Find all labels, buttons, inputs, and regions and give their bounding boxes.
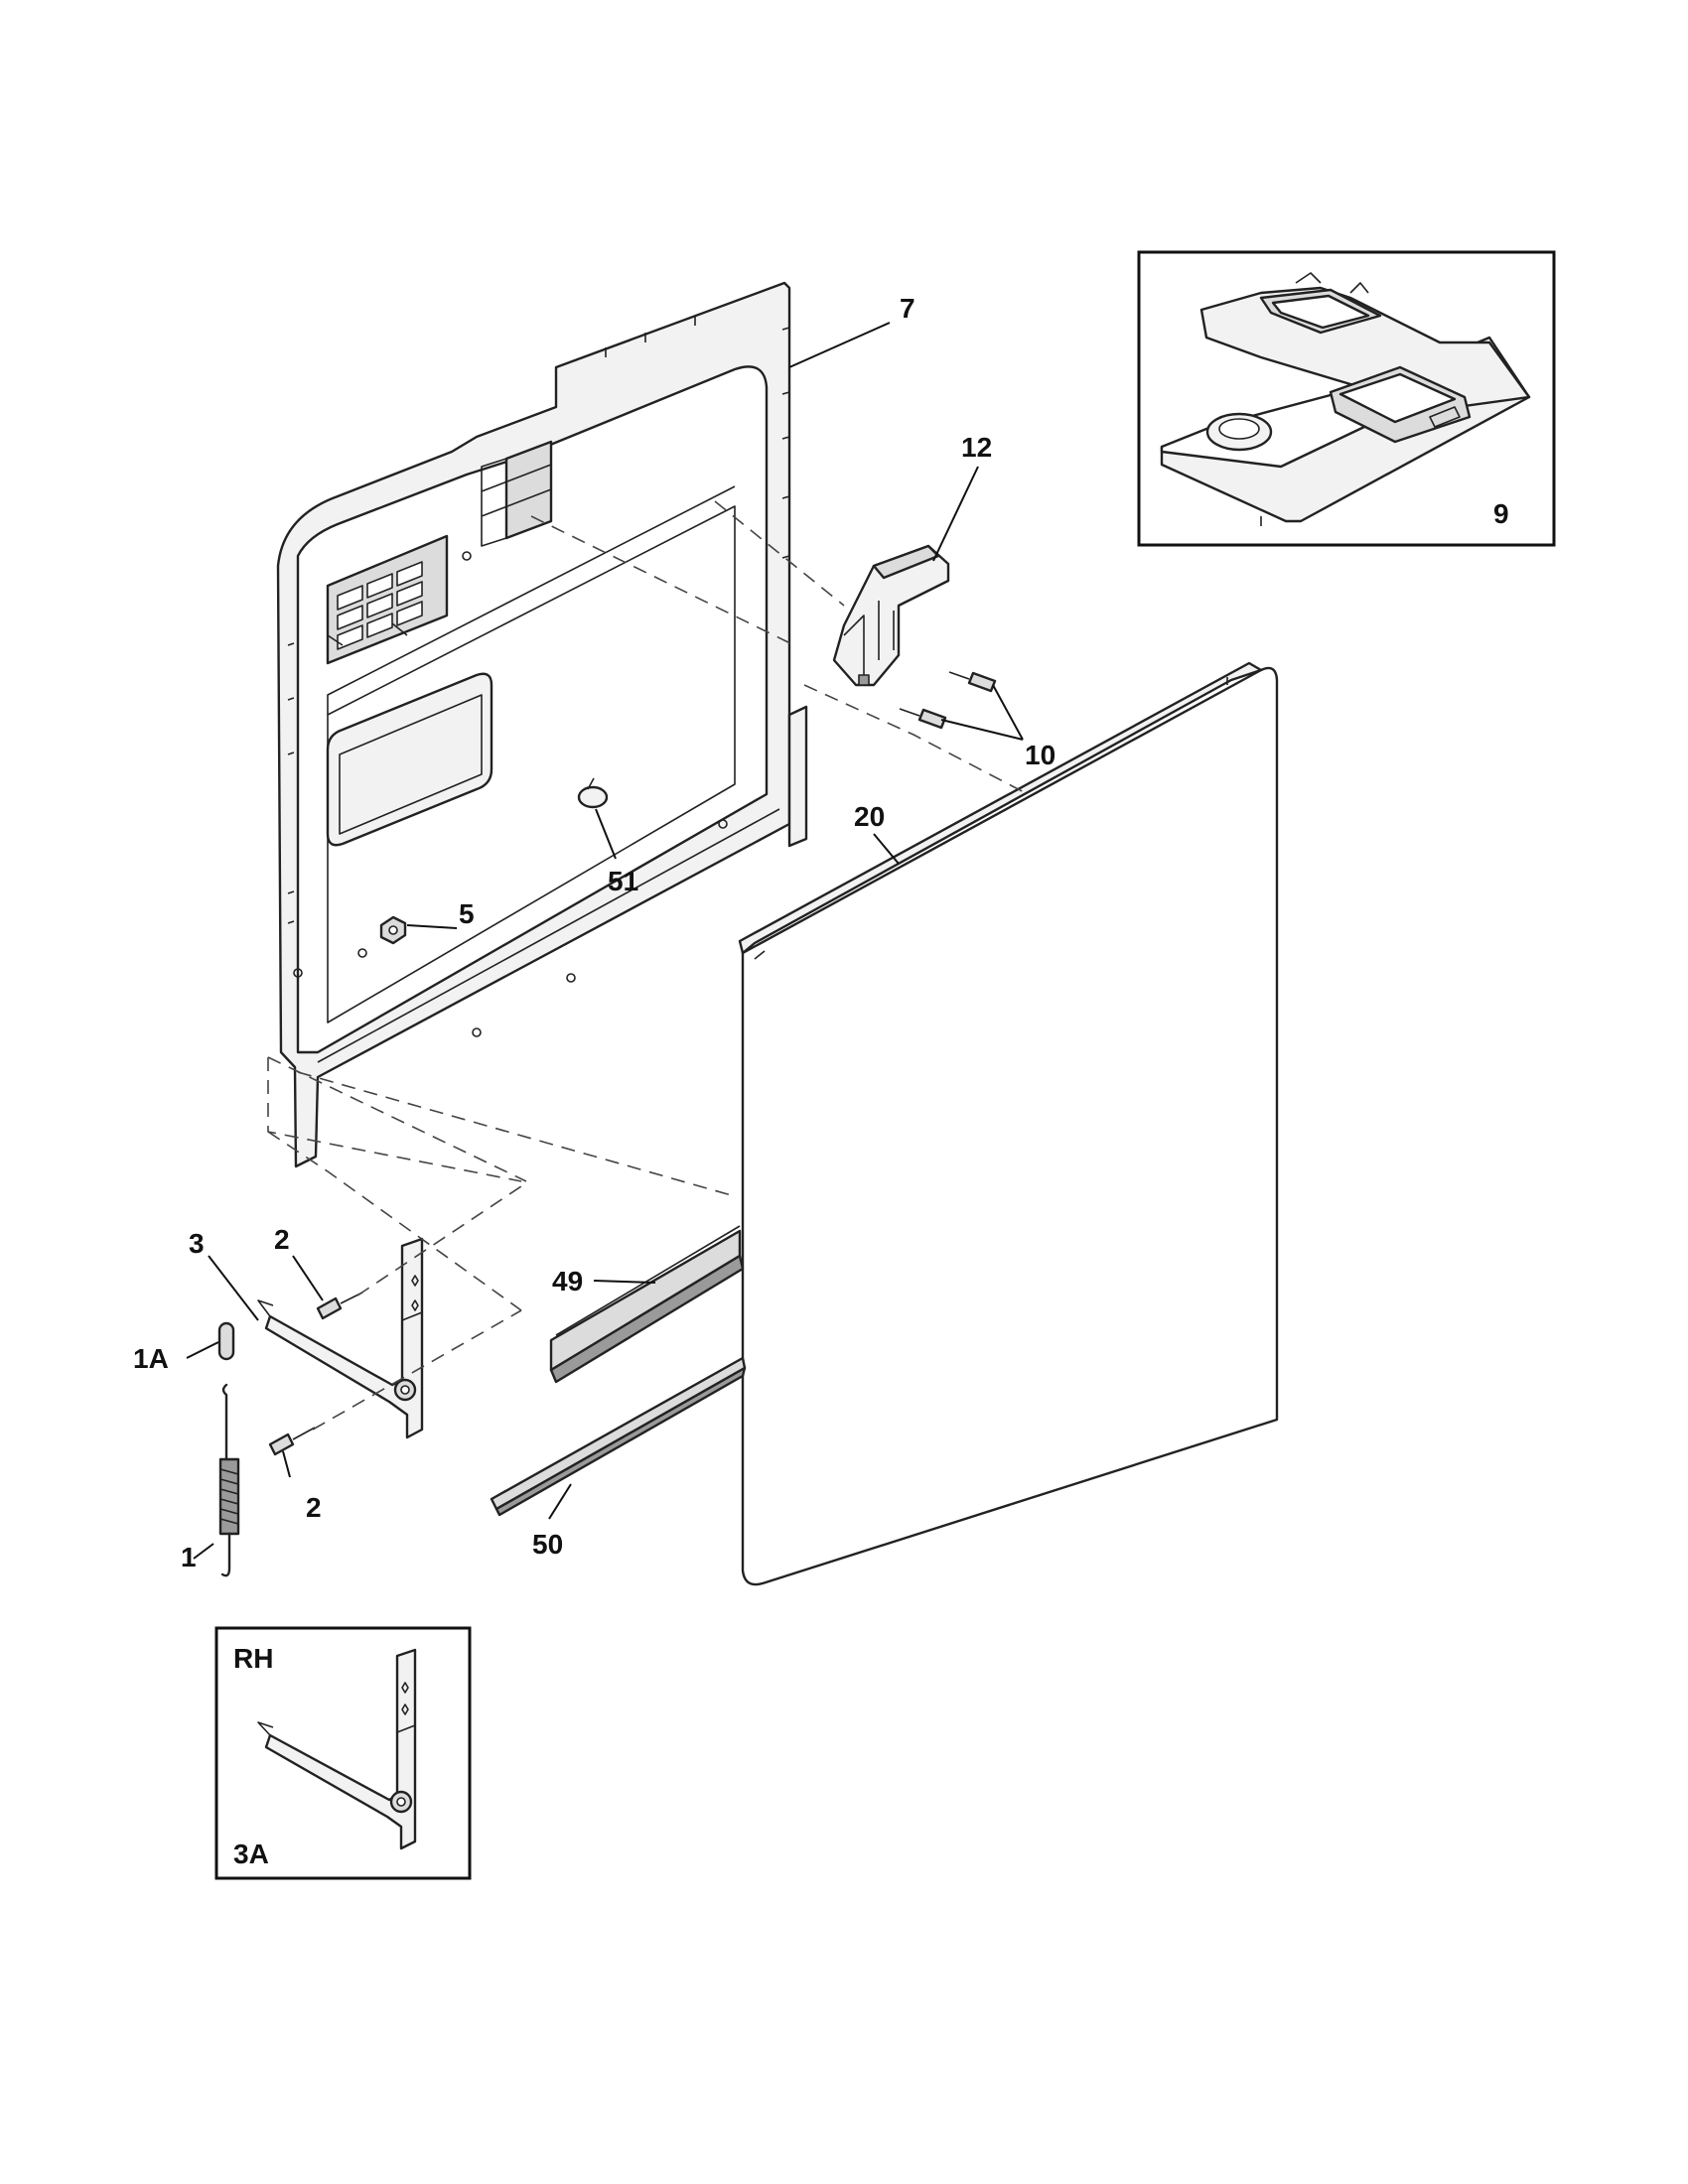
callout-2-upper: 2 bbox=[274, 1224, 290, 1255]
callout-1a: 1A bbox=[133, 1343, 169, 1374]
part-50-trim bbox=[490, 1356, 747, 1517]
part-10-screws bbox=[899, 671, 997, 730]
callout-49: 49 bbox=[552, 1266, 583, 1297]
leader-lines bbox=[186, 322, 1024, 1560]
callout-labels: 7 12 10 9 20 51 5 3 2 2 1A 1 49 50 RH 3A bbox=[133, 293, 1509, 1869]
callout-9: 9 bbox=[1493, 498, 1509, 529]
part-5-nut bbox=[379, 915, 407, 945]
callout-1: 1 bbox=[181, 1542, 197, 1572]
callout-3: 3 bbox=[189, 1228, 205, 1259]
inset-part-label: 3A bbox=[233, 1839, 269, 1869]
callout-10: 10 bbox=[1025, 740, 1055, 770]
part-51-cap bbox=[577, 777, 609, 809]
callout-7: 7 bbox=[900, 293, 915, 324]
inset-part-9 bbox=[1137, 250, 1556, 547]
part-20-outer-panel bbox=[738, 661, 1279, 1586]
callout-5: 5 bbox=[459, 898, 475, 929]
callout-2-lower: 2 bbox=[306, 1492, 322, 1523]
inset-part-3a bbox=[214, 1626, 472, 1880]
inset-side-label: RH bbox=[233, 1643, 273, 1674]
callout-50: 50 bbox=[532, 1529, 563, 1560]
callout-12: 12 bbox=[961, 432, 992, 463]
part-2-screws bbox=[268, 1292, 363, 1456]
part-1a-clip bbox=[217, 1321, 235, 1361]
assembly-lines bbox=[267, 500, 1029, 1431]
part-3-hinge bbox=[257, 1237, 424, 1439]
part-12-latch bbox=[832, 544, 950, 687]
inner-door-panel bbox=[276, 281, 808, 1168]
callout-51: 51 bbox=[608, 866, 638, 896]
part-49-strip bbox=[549, 1225, 745, 1384]
callout-20: 20 bbox=[854, 801, 885, 832]
part-1-spring bbox=[218, 1383, 240, 1577]
